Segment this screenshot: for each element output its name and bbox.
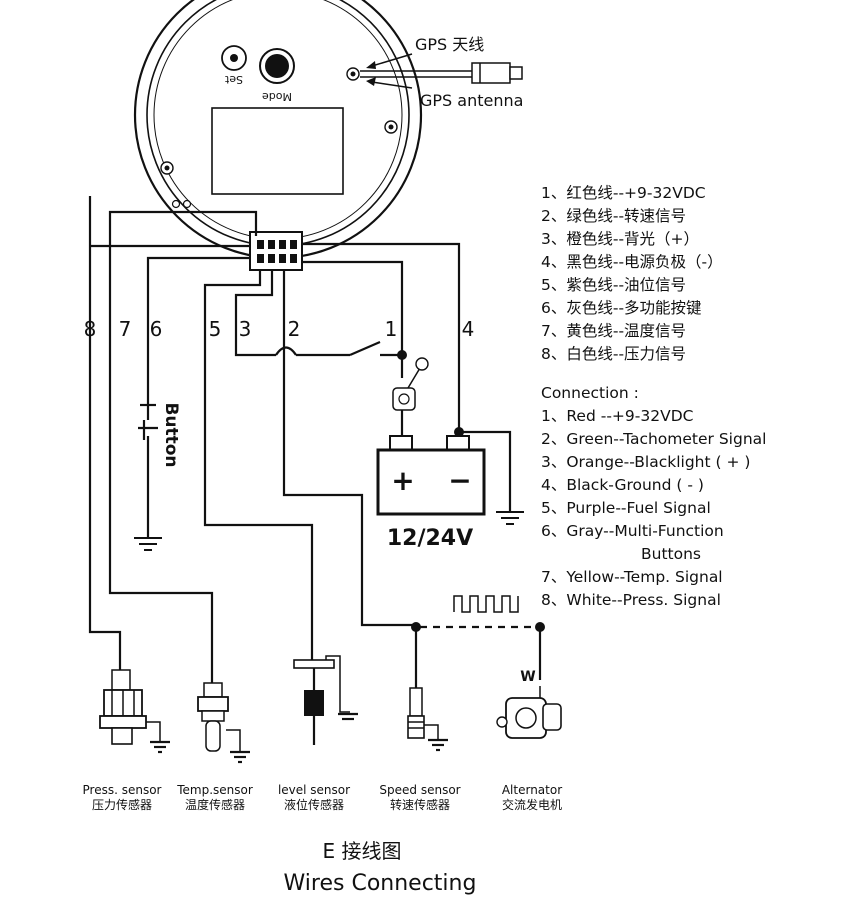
legend-cn-line: 4、黑色线--电源负极（-） (541, 253, 723, 271)
pressure-sensor-icon (99, 669, 170, 754)
sensor-caption-cn: 交流发电机 (502, 797, 562, 812)
legend-cn-line: 6、灰色线--多功能按键 (541, 299, 702, 317)
level-sensor-icon (293, 655, 358, 745)
legend-cn-line: 1、红色线--+9-32VDC (541, 184, 706, 202)
gauge-unit: Set Mode (133, 0, 423, 271)
temperature-sensor-icon (197, 682, 250, 764)
footer-title-en: Wires Connecting (284, 871, 477, 896)
sensor-caption-en: Press. sensor (83, 783, 162, 797)
sensor-caption-cn: 压力传感器 (92, 797, 152, 812)
gps-label-cn: GPS 天线 (415, 35, 484, 54)
gps-label-en: GPS antenna (420, 91, 523, 110)
legend-cn-line: 2、绿色线--转速信号 (541, 207, 686, 225)
button-label: Button (161, 402, 181, 467)
set-label: Set (224, 73, 243, 86)
sensor-caption-cn: 温度传感器 (185, 797, 245, 812)
speed-sensor-icon (407, 687, 448, 752)
legend-cn-line: 5、紫色线--油位信号 (541, 276, 686, 294)
ground-icon (134, 537, 162, 551)
alternator-w-label: W (520, 669, 535, 685)
legend-cn-line: 8、白色线--压力信号 (541, 345, 686, 363)
connection-title: Connection : (541, 384, 639, 402)
alternator-icon (496, 686, 562, 739)
mode-button[interactable] (259, 48, 295, 84)
wire-number: 1 (385, 317, 398, 341)
legend-en-line: Buttons (641, 545, 701, 563)
legend-en-line: 6、Gray--Multi-Function (541, 522, 724, 540)
screw-icon (160, 161, 174, 175)
sensor-caption-cn: 转速传感器 (390, 797, 450, 812)
screw-icon (346, 67, 360, 81)
legend-en-line: 7、Yellow--Temp. Signal (541, 568, 723, 586)
legend-en-line: 5、Purple--Fuel Signal (541, 499, 711, 517)
legend-en-line: 3、Orange--Blacklight ( + ) (541, 453, 750, 471)
sensor-caption-en: Temp.sensor (176, 783, 253, 797)
wire-number: 5 (209, 317, 222, 341)
wire-connector (249, 231, 303, 271)
gps-antenna (360, 53, 523, 89)
legend-en-line: 8、White--Press. Signal (541, 591, 721, 609)
legend-en-line: 4、Black-Ground ( - ) (541, 476, 704, 494)
sensor-caption-en: level sensor (278, 783, 350, 797)
sensor-caption-en: Speed sensor (379, 783, 460, 797)
set-button[interactable] (221, 45, 247, 71)
wire-number: 2 (288, 317, 301, 341)
legend-en-line: 1、Red --+9-32VDC (541, 407, 693, 425)
square-wave-icon (453, 595, 519, 613)
screw-icon (384, 120, 398, 134)
wire-number: 3 (239, 317, 252, 341)
battery-plus: + (391, 464, 414, 497)
wire-number: 6 (150, 317, 163, 341)
legend-en: 1、Red --+9-32VDC 2、Green--Tachometer Sig… (541, 407, 766, 609)
battery-voltage: 12/24V (387, 526, 473, 551)
battery-icon: + − (376, 435, 486, 516)
button-switch-icon (138, 403, 158, 445)
wire-number: 7 (119, 317, 132, 341)
ground-icon (496, 511, 524, 525)
ignition-key-icon (392, 357, 429, 411)
sensor-caption-cn: 液位传感器 (284, 797, 344, 812)
mode-label: Mode (262, 90, 292, 103)
wire-number: 8 (84, 317, 97, 341)
wires (88, 196, 542, 688)
legend-cn-line: 3、橙色线--背光（+） (541, 230, 699, 248)
footer-title-cn: E 接线图 (323, 839, 402, 863)
legend-en-line: 2、Green--Tachometer Signal (541, 430, 766, 448)
battery-minus: − (448, 464, 471, 497)
wire-number: 4 (462, 317, 475, 341)
legend-cn: 1、红色线--+9-32VDC 2、绿色线--转速信号 3、橙色线--背光（+）… (541, 184, 723, 363)
display-window (211, 107, 344, 195)
sensor-caption-en: Alternator (502, 783, 562, 797)
legend-cn-line: 7、黄色线--温度信号 (541, 322, 686, 340)
